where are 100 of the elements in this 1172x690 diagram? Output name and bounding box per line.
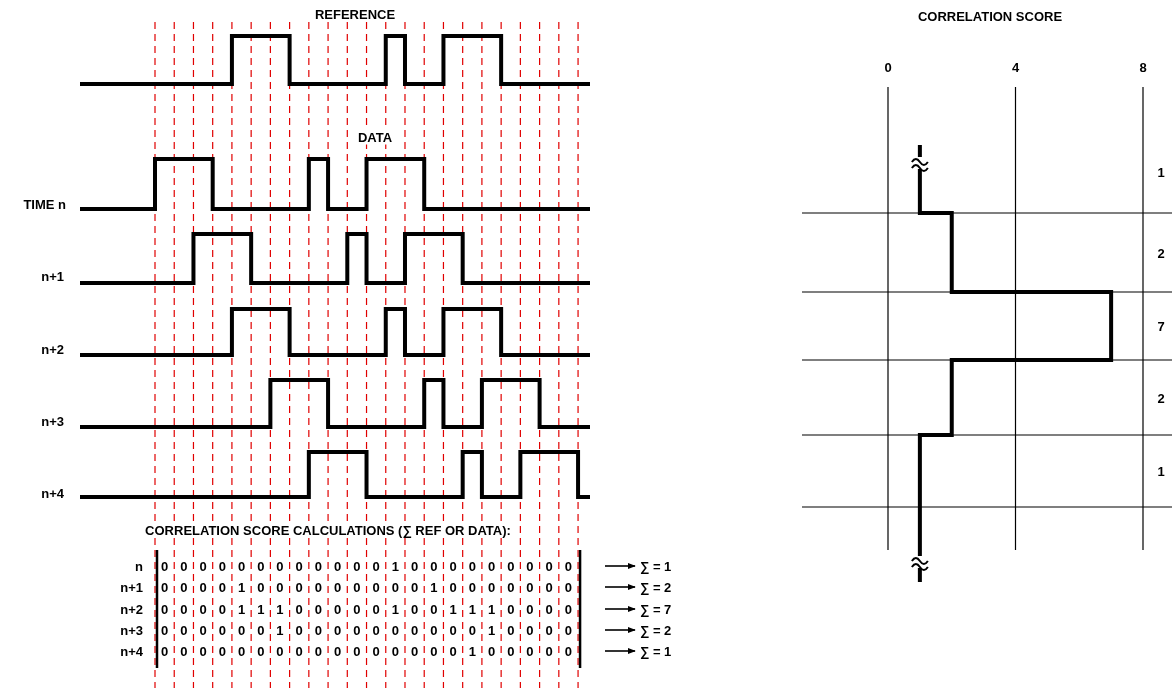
table-cell-value: 0: [276, 579, 284, 595]
sum-result: ∑ = 1: [640, 643, 672, 659]
table-cell-value: 0: [564, 558, 573, 574]
table-cell-value: 0: [564, 622, 573, 638]
table-cell-value: 0: [487, 558, 496, 574]
table-cell-value: 0: [564, 601, 573, 617]
table-cell-value: 0: [526, 601, 534, 617]
table-cell-value: 0: [276, 643, 284, 659]
table-cell-value: 0: [314, 601, 323, 617]
sum-result: ∑ = 7: [640, 601, 672, 617]
axis-tick-label: 8: [1139, 59, 1147, 75]
table-cell-value: 0: [545, 579, 553, 595]
table-cell-value: 1: [391, 558, 399, 574]
table-cell-value: 0: [391, 579, 399, 595]
score-value: 1: [1157, 463, 1165, 479]
table-cell-value: 0: [372, 622, 380, 638]
table-cell-value: 0: [295, 579, 303, 595]
title-label: DATA: [355, 129, 395, 145]
table-cell-value: 0: [314, 622, 323, 638]
table-cell-value: 0: [353, 558, 361, 574]
table-cell-value: 0: [353, 601, 361, 617]
table-cell-value: 0: [430, 558, 438, 574]
table-cell-value: 0: [449, 643, 457, 659]
table-cell-value: 0: [218, 643, 226, 659]
table-cell-value: 0: [487, 643, 496, 659]
table-cell-value: 0: [314, 579, 323, 595]
table-cell-value: 0: [334, 643, 342, 659]
table-cell-value: 0: [391, 622, 399, 638]
table-cell-value: 0: [507, 558, 515, 574]
table-cell-value: 0: [411, 601, 419, 617]
arrow: [604, 626, 636, 634]
table-cell-value: 1: [276, 601, 284, 617]
row-label: n+1: [120, 579, 143, 595]
row-label: n+3: [120, 622, 143, 638]
table-cell-value: 0: [411, 643, 419, 659]
table-cell-value: 0: [449, 558, 457, 574]
table-cell-value: 0: [295, 601, 303, 617]
table-cell-value: 0: [334, 601, 342, 617]
table-cell-value: 0: [449, 622, 457, 638]
table-cell-value: 0: [237, 643, 246, 659]
table-cell-value: 0: [507, 643, 515, 659]
table-cell-value: 0: [199, 601, 207, 617]
table-cell-value: 1: [449, 601, 457, 617]
table-cell-value: 0: [334, 579, 342, 595]
table-cell-value: 0: [180, 579, 188, 595]
table-cell-value: 0: [507, 601, 515, 617]
table-cell-value: 0: [353, 579, 361, 595]
table-cell-value: 0: [295, 622, 303, 638]
table-cell-value: 1: [468, 601, 476, 617]
table-cell-value: 1: [237, 579, 246, 595]
table-cell-value: 0: [411, 579, 419, 595]
table-cell-value: 0: [257, 622, 265, 638]
table-cell-value: 0: [161, 558, 169, 574]
table-cell-value: 0: [257, 579, 265, 595]
row-label: n+2: [120, 601, 143, 617]
table-cell-value: 0: [295, 558, 303, 574]
table-cell-value: 0: [314, 558, 323, 574]
table-cell-value: 0: [180, 643, 188, 659]
table-cell-value: 0: [161, 643, 169, 659]
table-cell-value: 0: [218, 622, 226, 638]
table-cell-value: 0: [526, 558, 534, 574]
sum-result: ∑ = 2: [640, 579, 672, 595]
table-cell-value: 0: [199, 622, 207, 638]
table-cell-value: 0: [468, 622, 476, 638]
table-cell-value: 1: [391, 601, 399, 617]
score-value: 2: [1157, 390, 1165, 405]
table-cell-value: 0: [372, 643, 380, 659]
table-cell-value: 0: [372, 601, 380, 617]
table-cell-value: 0: [507, 622, 515, 638]
table-cell-value: 0: [545, 601, 553, 617]
table-cell-value: 0: [199, 643, 207, 659]
table-cell-value: 0: [430, 643, 438, 659]
table-cell-value: 0: [180, 622, 188, 638]
table-cell-value: 0: [199, 558, 207, 574]
table-cell-value: 0: [180, 601, 188, 617]
table-cell-value: 0: [391, 643, 399, 659]
sum-result: ∑ = 1: [640, 558, 672, 574]
table-cell-value: 0: [237, 622, 246, 638]
chart-title: CORRELATION SCORE: [917, 8, 1063, 24]
row-label: n: [135, 558, 143, 574]
table-cell-value: 0: [276, 558, 284, 574]
table-cell-value: 1: [237, 601, 246, 617]
table-cell-value: 0: [314, 643, 323, 659]
table-cell-value: 0: [526, 643, 534, 659]
table-cell-value: 0: [468, 558, 476, 574]
score-value: 7: [1157, 318, 1165, 334]
table-cell-value: 0: [545, 558, 553, 574]
table-cell-value: 0: [411, 558, 419, 574]
table-cell-value: 0: [353, 622, 361, 638]
table-cell-value: 0: [161, 622, 169, 638]
table-cell-value: 0: [507, 579, 515, 595]
axis-tick-label: 0: [884, 59, 892, 75]
table-cell-value: 0: [487, 579, 496, 595]
table-cell-value: 0: [526, 579, 534, 595]
table-cell-value: 0: [545, 643, 553, 659]
table-cell-value: 0: [545, 622, 553, 638]
row-label: n+4: [120, 643, 143, 659]
table-cell-value: 0: [161, 579, 169, 595]
table-cell-value: 0: [449, 579, 457, 595]
table-cell-value: 0: [564, 643, 573, 659]
